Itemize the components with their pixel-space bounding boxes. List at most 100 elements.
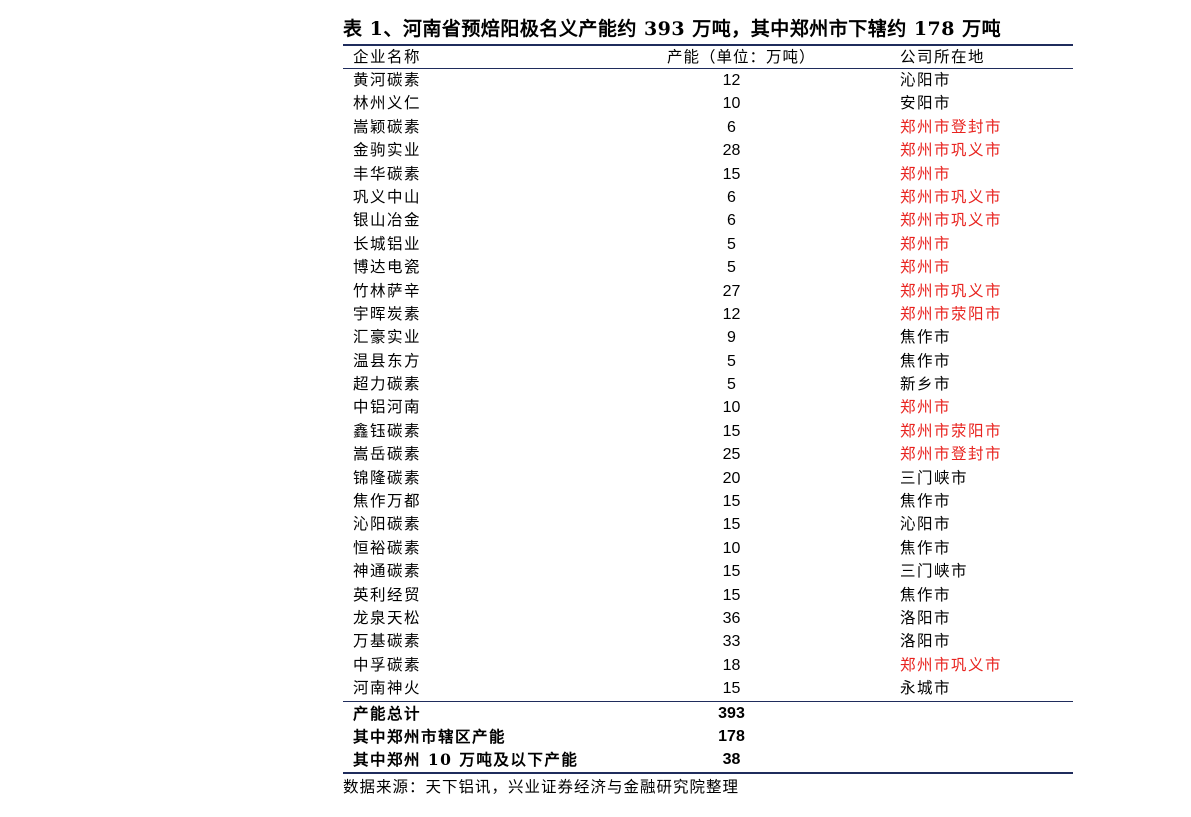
capacity-cell: 6 — [727, 212, 736, 230]
company-name-cell: 中孚碳素 — [353, 655, 422, 674]
location-cell: 郑州市荥阳市 — [900, 304, 1003, 323]
capacity-cell: 5 — [727, 259, 736, 277]
location-cell: 焦作市 — [900, 585, 952, 604]
company-name-cell: 超力碳素 — [353, 375, 422, 394]
location-cell: 三门峡市 — [900, 468, 969, 487]
location-cell: 沁阳市 — [900, 71, 952, 89]
capacity-cell: 15 — [722, 680, 741, 698]
company-name-cell: 鑫钰碳素 — [353, 421, 422, 440]
summary-value: 38 — [722, 751, 741, 769]
capacity-cell: 10 — [722, 539, 741, 557]
capacity-cell: 12 — [722, 72, 741, 89]
location-cell: 新乡市 — [900, 375, 952, 394]
capacity-cell: 15 — [722, 422, 741, 440]
capacity-cell: 12 — [722, 305, 741, 323]
company-name-cell: 温县东方 — [353, 351, 422, 370]
company-name-cell: 宇晖炭素 — [353, 304, 422, 323]
company-name-cell: 金驹实业 — [353, 141, 422, 160]
company-name-cell: 嵩颖碳素 — [353, 117, 422, 136]
capacity-cell: 5 — [727, 376, 736, 394]
company-name-cell: 林州义仁 — [353, 94, 422, 113]
capacity-cell: 15 — [722, 493, 741, 511]
company-name-cell: 竹林萨辛 — [353, 281, 422, 300]
location-cell: 郑州市巩义市 — [900, 211, 1003, 230]
company-name-cell: 巩义中山 — [353, 187, 422, 206]
header-location: 公司所在地 — [900, 48, 986, 66]
location-cell: 洛阳市 — [900, 632, 952, 651]
capacity-cell: 33 — [722, 633, 741, 651]
location-cell: 郑州市 — [900, 398, 952, 417]
company-name-cell: 丰华碳素 — [353, 164, 422, 183]
company-name-cell: 神通碳素 — [353, 562, 422, 581]
capacity-cell: 10 — [722, 95, 741, 113]
table-row: 博达电瓷 5 郑州市 — [343, 256, 1073, 279]
location-cell: 郑州市 — [900, 234, 952, 253]
capacity-cell: 5 — [727, 235, 736, 253]
location-cell: 郑州市巩义市 — [900, 281, 1003, 300]
capacity-cell: 15 — [722, 586, 741, 604]
summary-row-total: 产能总计 393 — [343, 702, 1073, 725]
location-cell: 郑州市 — [900, 164, 952, 183]
bottom-rule — [343, 771, 1073, 774]
company-name-cell: 英利经贸 — [353, 585, 422, 604]
top-rule — [343, 44, 1073, 46]
location-cell: 三门峡市 — [900, 562, 969, 581]
location-cell: 洛阳市 — [900, 608, 952, 627]
table-container: 表 1、河南省预焙阳极名义产能约 393 万吨，其中郑州市下辖约 178 万吨 … — [343, 14, 1073, 800]
company-name-cell: 嵩岳碳素 — [353, 445, 422, 464]
summary-row-small: 其中郑州 10 万吨及以下产能 38 — [343, 748, 1073, 771]
location-cell: 郑州市 — [900, 258, 952, 277]
capacity-cell: 15 — [722, 516, 741, 534]
location-cell: 郑州市荥阳市 — [900, 421, 1003, 440]
table-row: 宇晖炭素 12 郑州市荥阳市 — [343, 303, 1073, 326]
capacity-cell: 25 — [722, 446, 741, 464]
location-cell: 郑州市登封市 — [900, 117, 1003, 136]
header-rule — [343, 68, 1073, 69]
table-row: 嵩颖碳素 6 郑州市登封市 — [343, 116, 1073, 139]
company-name-cell: 焦作万都 — [353, 492, 422, 511]
capacity-cell: 6 — [727, 188, 736, 206]
summary-label: 其中郑州市辖区产能 — [353, 726, 507, 746]
company-name-cell: 万基碳素 — [353, 632, 422, 651]
company-name-cell: 沁阳碳素 — [353, 515, 422, 534]
table-title: 表 1、河南省预焙阳极名义产能约 393 万吨，其中郑州市下辖约 178 万吨 — [343, 18, 1002, 40]
source-note: 数据来源：天下铝讯，兴业证券经济与金融研究院整理 — [343, 777, 740, 796]
capacity-cell: 18 — [722, 656, 741, 674]
table-row: 神通碳素 15 三门峡市 — [343, 560, 1073, 583]
summary-row-zhengzhou: 其中郑州市辖区产能 178 — [343, 725, 1073, 748]
capacity-cell: 15 — [722, 165, 741, 183]
company-name-cell: 博达电瓷 — [353, 258, 422, 277]
capacity-cell: 15 — [722, 563, 741, 581]
company-name-cell: 恒裕碳素 — [353, 538, 422, 557]
company-name-cell: 中铝河南 — [353, 398, 422, 417]
summary-value: 178 — [718, 727, 745, 745]
company-name-cell: 汇豪实业 — [353, 328, 422, 347]
company-name-cell: 锦隆碳素 — [353, 468, 422, 487]
table-row: 丰华碳素 15 郑州市 — [343, 163, 1073, 186]
summary-value: 393 — [718, 704, 745, 722]
table-row: 英利经贸 15 焦作市 — [343, 584, 1073, 607]
table-row: 万基碳素 33 洛阳市 — [343, 630, 1073, 653]
location-cell: 永城市 — [900, 679, 952, 698]
table-row: 中铝河南 10 郑州市 — [343, 396, 1073, 419]
table-row: 汇豪实业 9 焦作市 — [343, 326, 1073, 349]
table-row: 超力碳素 5 新乡市 — [343, 373, 1073, 396]
capacity-cell: 6 — [727, 118, 736, 136]
company-name-cell: 长城铝业 — [353, 234, 422, 253]
location-cell: 焦作市 — [900, 328, 952, 347]
capacity-cell: 9 — [727, 329, 736, 347]
table-header-row: 企业名称 产能（单位：万吨） 公司所在地 — [343, 46, 1073, 68]
table-row: 鑫钰碳素 15 郑州市荥阳市 — [343, 420, 1073, 443]
capacity-cell: 28 — [722, 142, 741, 160]
capacity-cell: 10 — [722, 399, 741, 417]
